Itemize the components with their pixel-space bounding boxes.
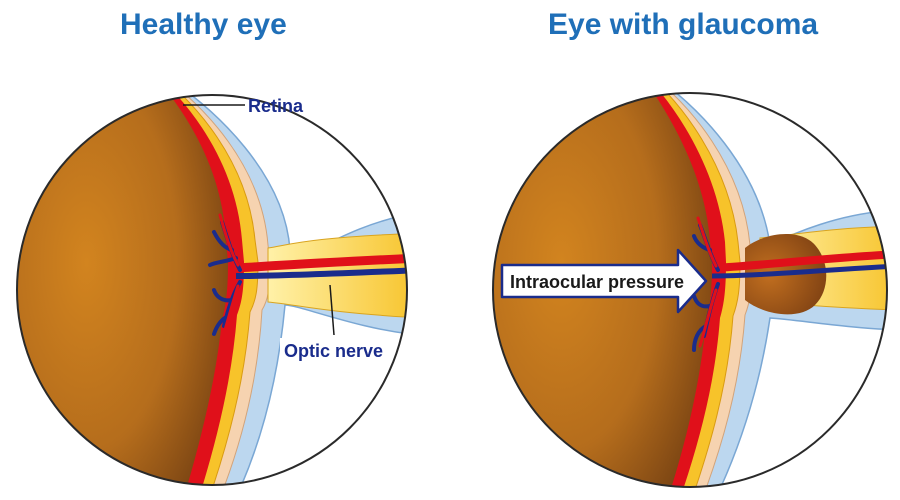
healthy-eye-title: Healthy eye (120, 8, 287, 41)
glaucoma-central-artery (711, 250, 887, 272)
optic-nerve-label-bg (280, 338, 390, 362)
glaucoma-eye-outline (492, 92, 888, 488)
glaucoma-central-vein (711, 263, 887, 279)
healthy-eyeball (17, 95, 228, 485)
optic-nerve-label: Optic nerve (284, 341, 383, 361)
healthy-eye: Retina Optic nerve (16, 94, 408, 486)
healthy-central-vein (235, 267, 407, 279)
pressure-label: Intraocular pressure (510, 272, 684, 292)
healthy-retinal-arteries (218, 213, 240, 342)
glaucoma-eye-title: Eye with glaucoma (548, 8, 819, 41)
glaucoma-retinal-arteries (696, 216, 718, 348)
healthy-central-artery (235, 253, 407, 273)
glaucoma-eye: Intraocular pressure (492, 92, 888, 488)
optic-nerve-leader-line (329, 284, 335, 336)
healthy-eye-outline (16, 94, 408, 486)
pressure-arrow (500, 248, 708, 314)
retina-label: Retina (248, 96, 304, 116)
